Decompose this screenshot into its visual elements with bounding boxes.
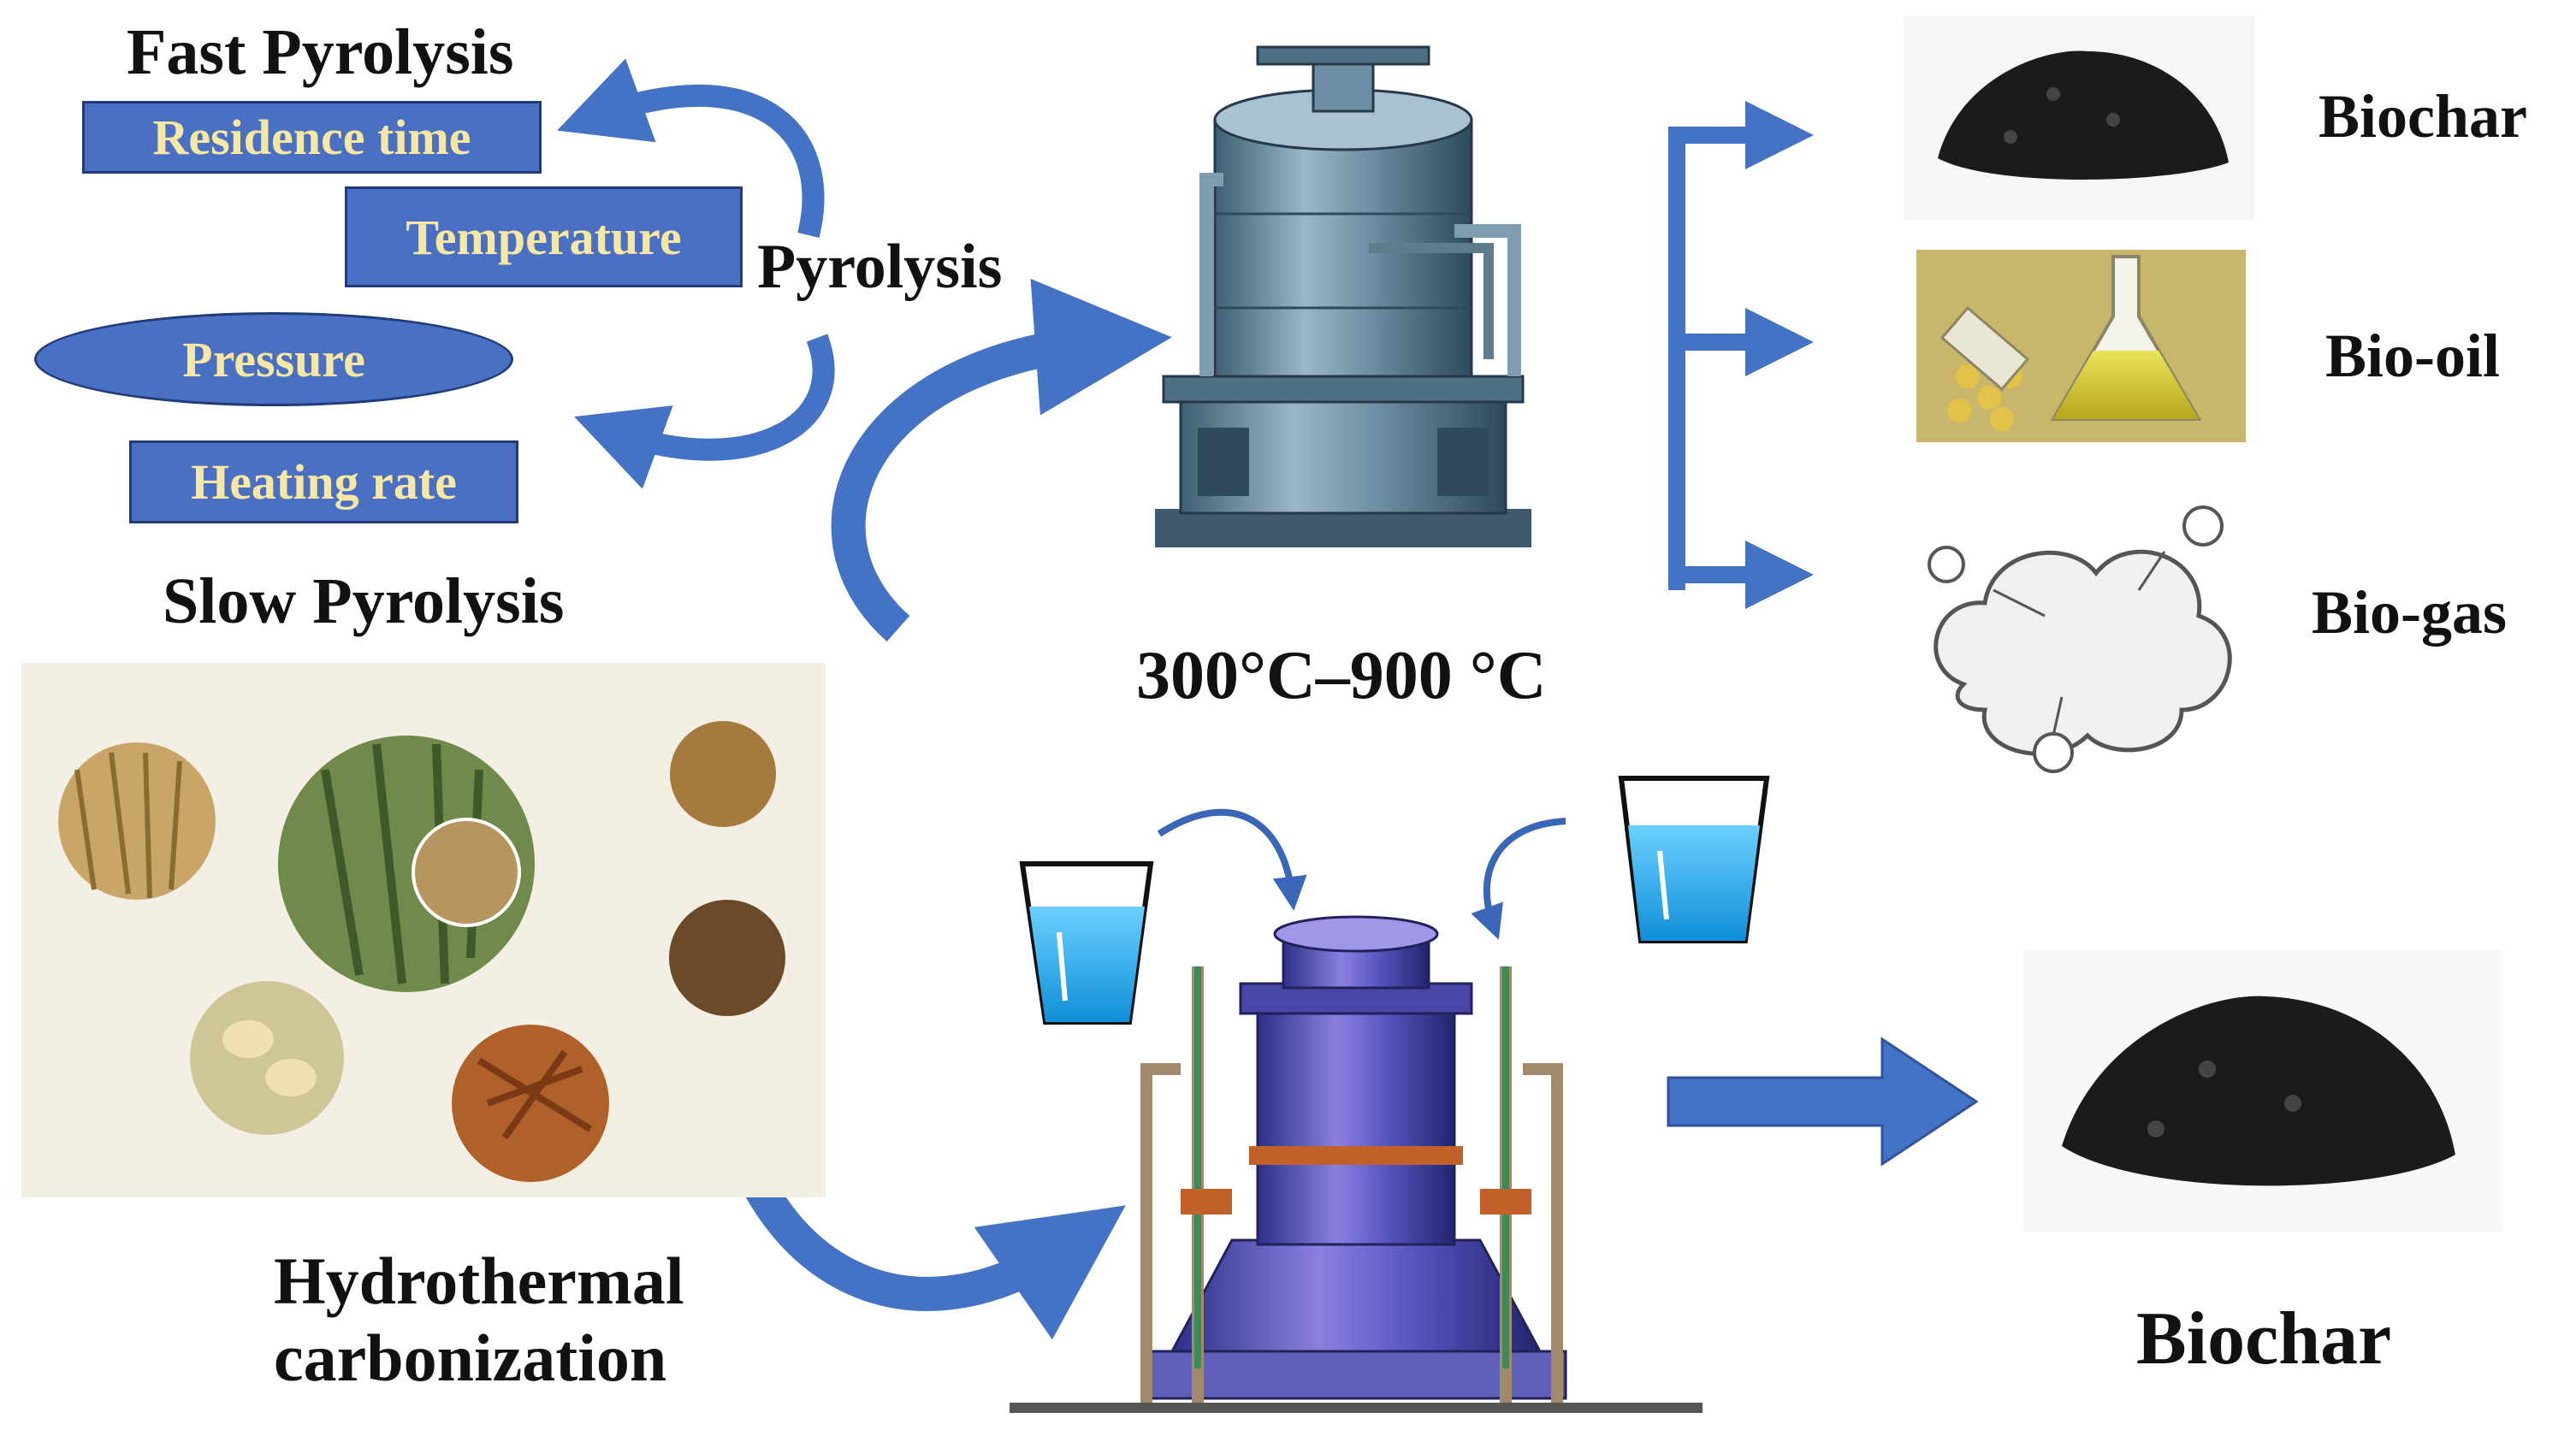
biomass-to-pyrolysis-arrow bbox=[831, 278, 1172, 641]
param-temperature: Temperature bbox=[345, 186, 743, 287]
bio-oil-flask-icon bbox=[1916, 250, 2246, 442]
product-bracket-arrows bbox=[1668, 101, 1814, 609]
htc-output-arrow bbox=[1667, 1037, 1979, 1167]
param-heating-rate: Heating rate bbox=[129, 440, 518, 523]
pyrolysis-reactor-icon bbox=[1155, 45, 1531, 547]
temperature-range-label: 300°C–900 °C bbox=[1136, 638, 1547, 713]
biochar-pile-icon bbox=[1904, 15, 2502, 1232]
product-bio-gas-label: Bio-gas bbox=[2312, 578, 2508, 647]
param-residence-time: Residence time bbox=[82, 101, 542, 174]
pyrolysis-label: Pyrolysis bbox=[757, 232, 1003, 302]
product-bio-oil-label: Bio-oil bbox=[2325, 322, 2501, 390]
param-pressure: Pressure bbox=[34, 312, 513, 406]
parameter-arrows bbox=[557, 58, 835, 489]
bio-gas-cloud-icon bbox=[1899, 479, 2241, 795]
slow-pyrolysis-label: Slow Pyrolysis bbox=[163, 565, 565, 637]
water-beaker-icon bbox=[1019, 776, 1770, 1025]
htc-biochar-label: Biochar bbox=[2136, 1297, 2392, 1380]
carbonization-label: carbonization bbox=[274, 1321, 667, 1395]
hydrothermal-label: Hydrothermal bbox=[274, 1244, 684, 1318]
biomass-collage-icon bbox=[21, 663, 826, 1197]
fast-pyrolysis-label: Fast Pyrolysis bbox=[127, 16, 514, 88]
product-biochar-label: Biochar bbox=[2318, 82, 2527, 151]
hydrothermal-reactor-icon bbox=[1010, 915, 1703, 1413]
